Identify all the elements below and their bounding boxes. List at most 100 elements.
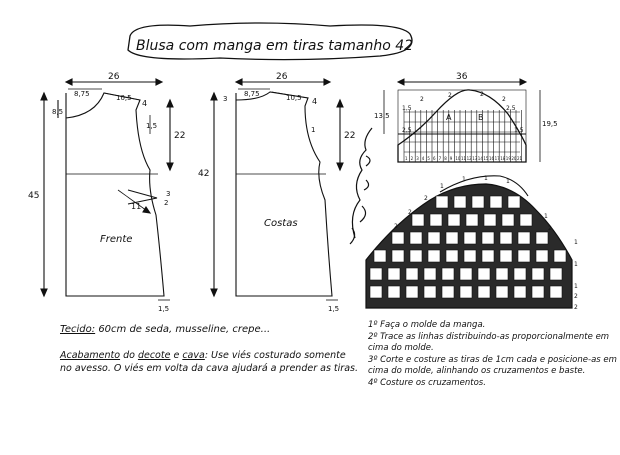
- strip-number: 17: [495, 156, 501, 161]
- sleeve-grid: [403, 110, 522, 162]
- lattice-cell: [513, 267, 527, 281]
- strip-number: 5: [427, 156, 430, 161]
- lattice-cell: [405, 267, 419, 281]
- lattice-cell: [445, 231, 459, 245]
- lattice-cell: [549, 267, 563, 281]
- strip-number: 15: [483, 156, 489, 161]
- strip-number: 20: [511, 156, 517, 161]
- back-labels: 26 8,75 10,5 42 3 4 22 1 1,5 Costas: [198, 72, 355, 313]
- back-armhole-depth: 22: [344, 131, 355, 141]
- strip-mark: 1: [462, 176, 466, 183]
- lattice-cell: [391, 231, 405, 245]
- lattice-cell: [447, 213, 461, 227]
- lattice-cell: [423, 267, 437, 281]
- front-dart-b: 2: [164, 199, 168, 207]
- lattice-cell: [553, 249, 567, 263]
- strip-mark: 1: [506, 178, 510, 185]
- lattice-cell: [517, 249, 531, 263]
- strip-number: 1: [405, 156, 408, 161]
- sleeve-width: 36: [456, 72, 468, 82]
- step-item: 2º Trace as linhas distribuindo-as propo…: [368, 331, 610, 354]
- lattice-cell: [471, 195, 485, 209]
- sleeve-cap-mark: 2: [480, 91, 484, 98]
- front-pattern-piece: [40, 78, 174, 301]
- sleeve-left-mark: 1,5: [402, 105, 412, 112]
- sleeve-labels: 36 13,5 19,5 2 2 2 2 1,5 2,5 2,5 1,5 A B: [374, 72, 558, 134]
- sleeve-cap-mark: 2: [502, 96, 506, 103]
- lattice-cell: [427, 231, 441, 245]
- back-armhole-offset: 1: [311, 126, 315, 134]
- strip-mark: 2: [394, 223, 398, 230]
- lattice-cell: [441, 285, 455, 299]
- front-armhole-depth: 22: [174, 131, 185, 141]
- front-neck-width: 8,75: [74, 90, 90, 98]
- back-label: Costas: [264, 218, 298, 229]
- sleeve-grid-letter: B: [478, 113, 484, 122]
- front-shoulder: 10,5: [116, 94, 132, 102]
- finish-label-mid: do: [120, 350, 138, 361]
- finish-label-2: decote: [137, 350, 171, 361]
- lattice-cell: [459, 285, 473, 299]
- strip-number: 18: [500, 156, 506, 161]
- sleeve-cap-mark: 2: [420, 96, 424, 103]
- lattice-cell: [423, 285, 437, 299]
- lattice-cell: [411, 213, 425, 227]
- lattice-cell: [481, 231, 495, 245]
- sleeve-cap-mark: 2: [448, 92, 452, 99]
- step-item: 4º Costure os cruzamentos.: [368, 377, 486, 388]
- front-neck-drop: 8,5: [52, 108, 63, 116]
- sleeve-pattern: [383, 78, 541, 163]
- sleeve-left-mark: 2,5: [402, 127, 412, 134]
- front-hem-in: 1,5: [158, 305, 169, 313]
- strip-number: 14: [478, 156, 484, 161]
- strip-mark: 2: [424, 195, 428, 202]
- finish-label-3: cava: [182, 350, 205, 361]
- strip-number: 13: [472, 156, 478, 161]
- lattice-cell: [535, 249, 549, 263]
- strip-number: 3: [416, 156, 419, 161]
- title: Blusa com manga em tiras tamanho 42: [136, 38, 413, 54]
- lattice-cell: [481, 249, 495, 263]
- strip-number: 10: [455, 156, 461, 161]
- sleeve-grid-letter: A: [446, 113, 452, 122]
- lattice-cell: [531, 267, 545, 281]
- front-shoulder-drop: 4: [142, 99, 147, 108]
- front-armhole-offset: 1,5: [146, 122, 157, 130]
- front-labels: 26 8,75 10,5 45 8,5 4 22 1,5 11 3 2 1,5 …: [28, 72, 185, 313]
- lattice-cell: [465, 213, 479, 227]
- lattice-cell: [427, 249, 441, 263]
- lattice-cell: [549, 285, 563, 299]
- back-neck-width: 8,75: [244, 90, 260, 98]
- front-label: Frente: [100, 234, 132, 245]
- lattice-cell: [387, 267, 401, 281]
- strip-number: 7: [439, 156, 442, 161]
- expanded-sleeve-marks: 1 1 1 1 1 1 1 1 2 2 2 2 2 2: [394, 175, 578, 311]
- lattice-cell: [429, 213, 443, 227]
- lattice-cell: [477, 285, 491, 299]
- lattice-cell: [507, 195, 521, 209]
- strip-mark: 1: [440, 183, 444, 190]
- lattice-cell: [499, 249, 513, 263]
- strip-number: 11: [461, 156, 467, 161]
- lattice-cell: [435, 195, 449, 209]
- sleeve-side-height: 19,5: [542, 120, 558, 128]
- front-height: 45: [28, 191, 39, 201]
- sleeve-right-mark: 1,5: [514, 127, 524, 134]
- strip-number: 16: [489, 156, 495, 161]
- lattice-cell: [387, 285, 401, 299]
- strip-mark: 2: [548, 225, 552, 232]
- strip-number: 9: [450, 156, 453, 161]
- lattice-cell: [453, 195, 467, 209]
- strip-number: 2: [411, 156, 414, 161]
- fabric-note: Tecido: 60cm de seda, musseline, crepe..…: [60, 323, 360, 336]
- strip-number: 12: [467, 156, 473, 161]
- strip-number: 21: [517, 156, 523, 161]
- signature: [349, 127, 373, 245]
- back-neck-drop: 3: [223, 95, 227, 103]
- step-item: 1º Faça o molde da manga.: [368, 320, 486, 330]
- lattice-cell: [501, 213, 515, 227]
- sleeve-right-mark: 2,5: [506, 105, 516, 112]
- back-hem-in: 1,5: [328, 305, 339, 313]
